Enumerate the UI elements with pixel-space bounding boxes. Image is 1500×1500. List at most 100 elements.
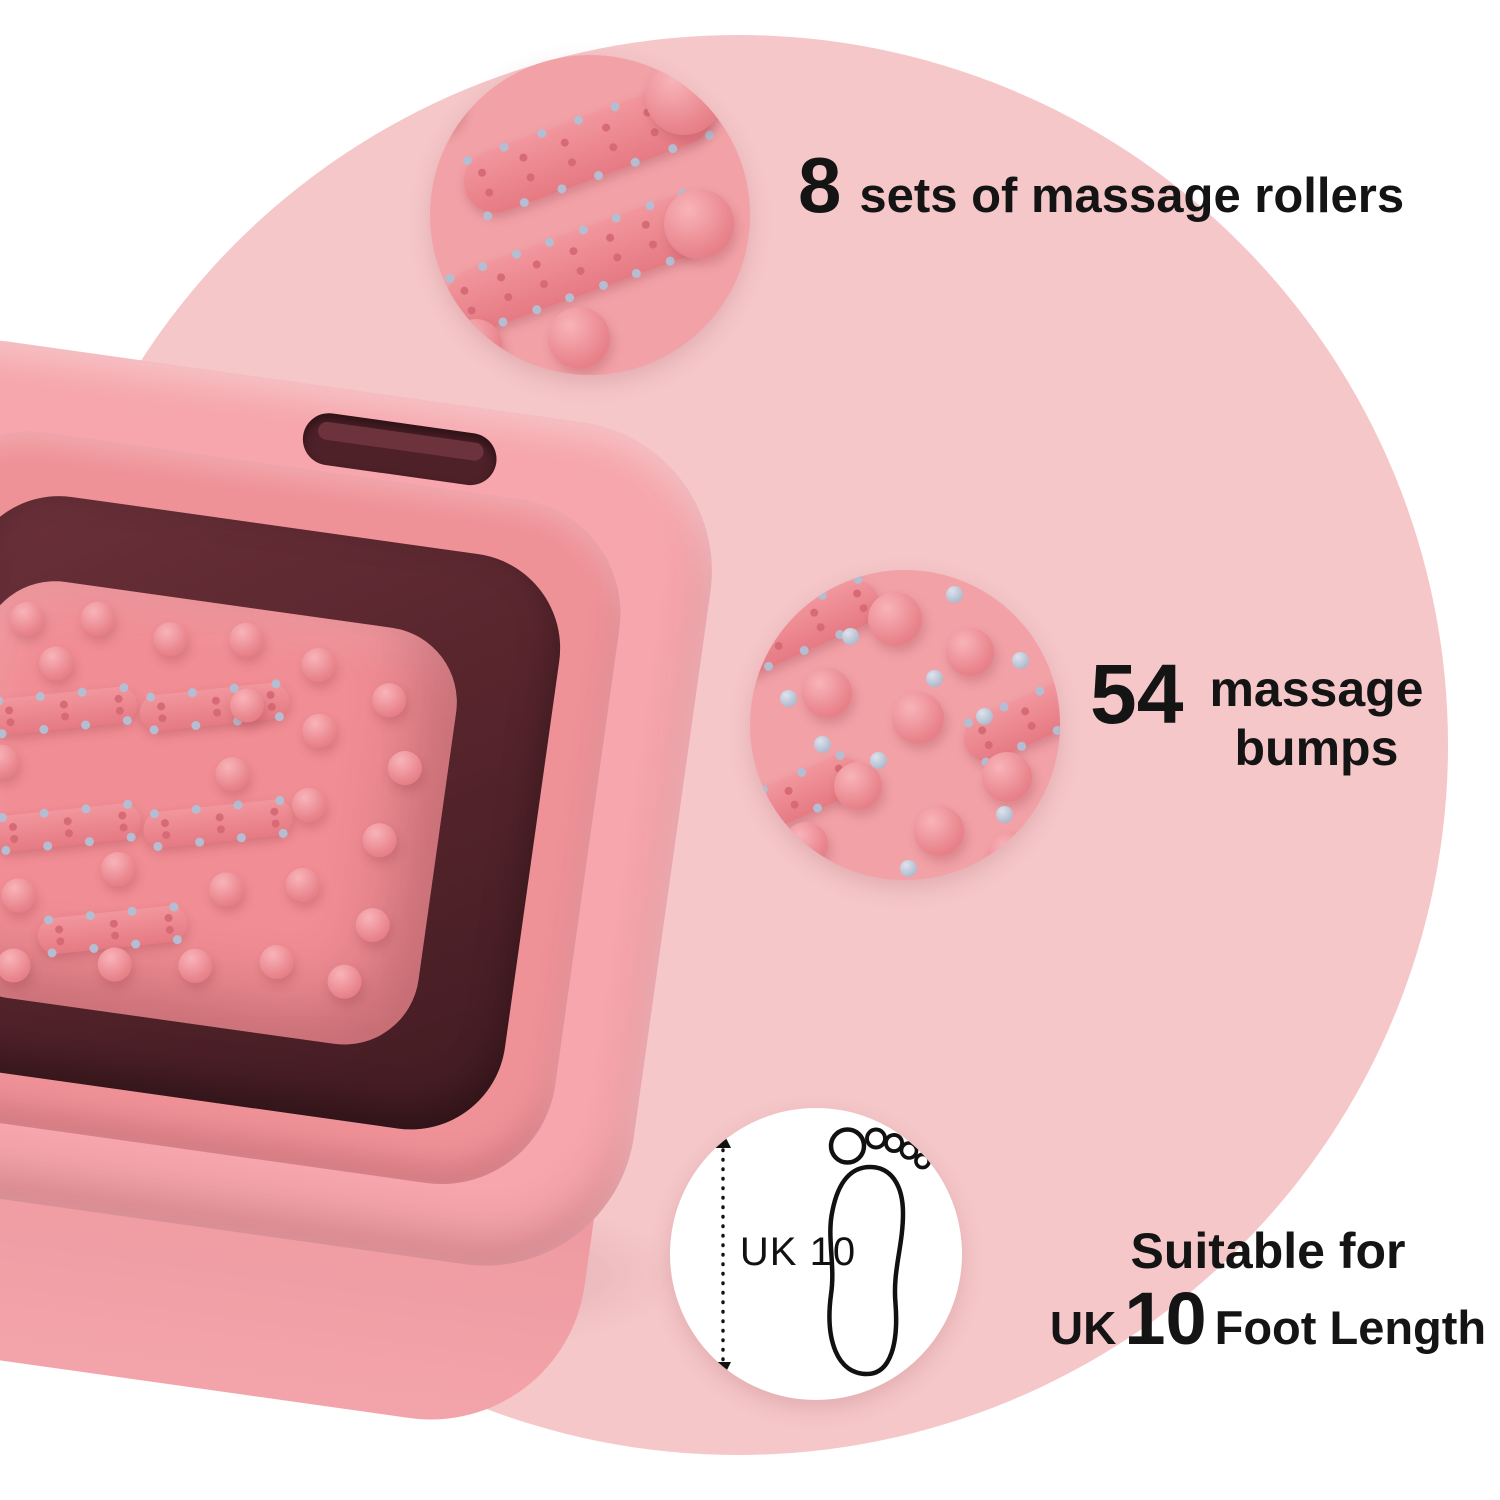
massage-bump-dome [98, 849, 138, 889]
roller-stud [757, 783, 770, 796]
roller-stud [666, 142, 679, 155]
roller-stud [187, 687, 198, 698]
roller-stud [466, 305, 477, 316]
feature-fit-size-number: 10 [1124, 1277, 1207, 1360]
roller-stud [4, 705, 14, 715]
roller-stud [149, 808, 160, 819]
massage-bump-dome [868, 592, 922, 646]
roller-stud [610, 212, 623, 224]
roller-stud [783, 785, 794, 797]
roller-stud [789, 798, 800, 810]
roller-stud [119, 823, 129, 833]
roller-stud [525, 172, 536, 183]
roller-stud [56, 937, 65, 946]
massage-bump-dome [213, 754, 252, 794]
roller-stud [117, 811, 127, 820]
roller-stud [564, 291, 576, 304]
roller-stud [152, 841, 163, 852]
roller-stud [640, 219, 652, 230]
roller-stud [35, 691, 46, 702]
massage-stud-ball [926, 670, 943, 687]
roller-stud [510, 248, 523, 261]
massage-bump-dome [664, 189, 734, 259]
roller-stud [114, 694, 123, 704]
massage-bump-dome [95, 945, 134, 984]
roller-stud [149, 724, 160, 735]
roller-stud [535, 127, 548, 140]
roller-stud [780, 605, 793, 618]
roller-stud [495, 272, 506, 283]
massage-roller-strip [141, 795, 295, 852]
massage-bump-dome [78, 599, 117, 638]
basin-handle-grip [316, 420, 485, 462]
massage-bump-dome [369, 680, 409, 720]
roller-stud [63, 816, 73, 826]
feature-fit-suffix: Foot Length [1214, 1301, 1487, 1354]
roller-stud [962, 716, 975, 729]
roller-stud [84, 836, 95, 847]
roller-stud [816, 589, 829, 602]
foot-outline-icon [827, 1127, 931, 1377]
roller-stud [215, 812, 225, 822]
basin-floor [0, 571, 467, 1055]
roller-stud [531, 258, 543, 270]
massage-bump-dome [299, 645, 338, 685]
roller-stud [43, 915, 54, 925]
roller-stud [160, 818, 170, 828]
roller-stud [592, 169, 605, 182]
roller-stud [194, 837, 205, 848]
roller-stud [597, 279, 609, 292]
roller-stud [212, 708, 222, 718]
roller-stud [191, 804, 202, 815]
roller-stud [42, 841, 53, 851]
roller-stud [122, 715, 133, 726]
roller-stud [39, 808, 50, 819]
roller-stud [539, 278, 550, 289]
roller-stud [60, 712, 70, 722]
roller-stud [852, 573, 864, 586]
feature-rollers-number: 8 [798, 141, 842, 229]
roller-stud [811, 802, 824, 815]
roller-stud [80, 720, 91, 730]
massage-bump-dome [802, 668, 852, 718]
roller-stud [47, 947, 58, 958]
roller-stud [630, 267, 643, 280]
roller-stud [766, 626, 778, 637]
roller-stud [577, 224, 589, 236]
roller-stud [233, 799, 243, 810]
roller-stud [216, 825, 226, 834]
roller-stud [809, 607, 820, 618]
massage-stud-ball [842, 628, 859, 645]
roller-stud [834, 749, 847, 762]
massage-bump-dome [360, 820, 399, 860]
massage-bump-dome [430, 83, 462, 131]
roller-stud [762, 660, 775, 673]
massage-bump-dome [385, 748, 425, 788]
roller-stud [271, 678, 281, 689]
roller-stud [484, 187, 495, 198]
massage-bump-dome [36, 644, 76, 683]
roller-stud [266, 690, 275, 700]
feature-bumps-text: 54 massage bumps [1090, 652, 1423, 778]
roller-stud [609, 100, 622, 113]
roller-stud [172, 934, 183, 945]
massage-bump-dome [0, 946, 33, 985]
roller-stud [1015, 740, 1028, 753]
roller-stud [568, 245, 579, 256]
roller-stud [164, 913, 173, 923]
roller-stud [629, 156, 642, 168]
roller-stud [604, 232, 615, 243]
roller-stud [555, 183, 568, 195]
feature-bumps-label: massage bumps [1209, 660, 1423, 778]
roller-stud [81, 803, 91, 814]
roller-stud [274, 711, 285, 722]
roller-stud [271, 819, 281, 829]
massage-bump-dome [0, 742, 22, 782]
roller-stud [543, 236, 556, 248]
massage-bump-dome [226, 620, 266, 659]
roller-stud [109, 919, 119, 929]
massage-stud-ball [1012, 652, 1029, 669]
roller-stud [664, 255, 676, 268]
